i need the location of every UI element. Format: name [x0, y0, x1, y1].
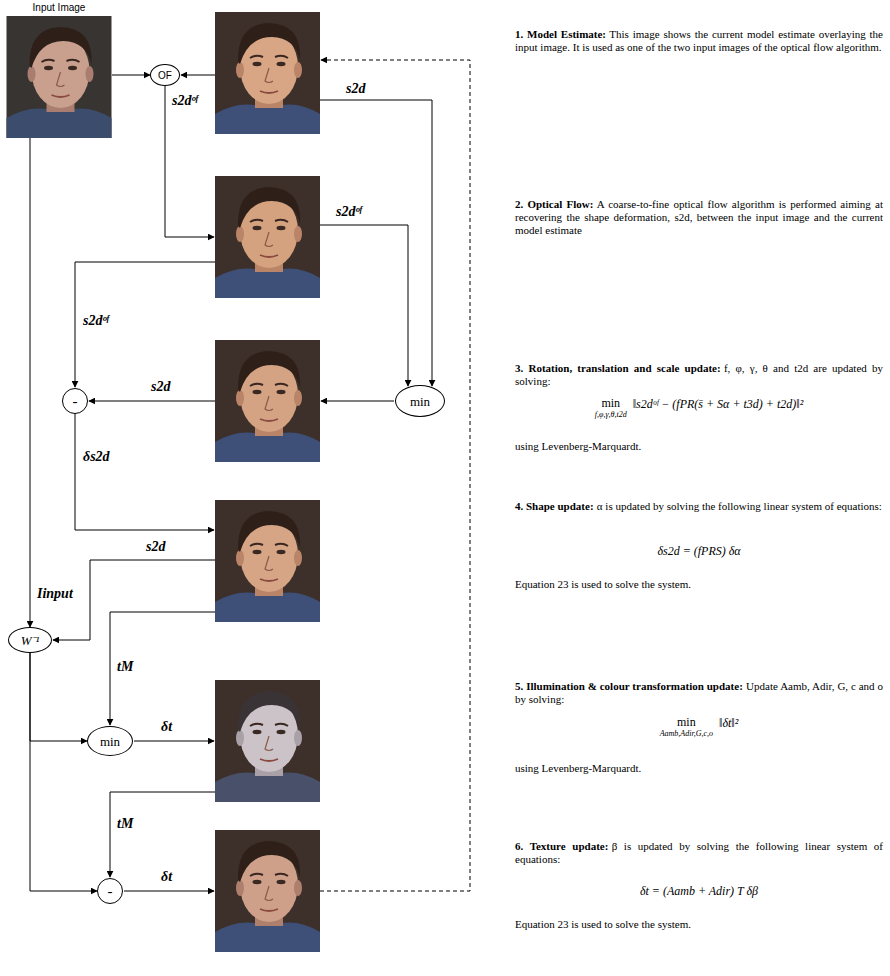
signal-symbol: s2dᵒᶠ — [82, 312, 110, 329]
equation-text: δs2d = (fPRS) δα — [657, 544, 740, 558]
equation-text: δt = (Aamb + Adir) T δβ — [640, 884, 758, 898]
connector — [30, 138, 31, 627]
signal-symbol: s2d — [345, 80, 366, 97]
optical-flow-node: OF — [150, 64, 180, 86]
flow-wire — [124, 891, 214, 892]
step-paragraph: 5. Illumination & colour transformation … — [515, 680, 883, 706]
step-paragraph: 6. Texture update:β is updated by solvin… — [515, 840, 883, 866]
edge-label: Iinput — [36, 585, 74, 602]
flow-wire — [75, 262, 215, 387]
equation: δt = (Aamb + Adir) T δβ — [515, 885, 883, 898]
step-text: Equation 23 is used to solve the system. — [515, 918, 691, 930]
node-text: min — [100, 735, 120, 748]
equation-text: ‖s2dᵒᶠ − (fPR(s̄ + Sα + t3d) + t2d)‖² — [633, 398, 804, 411]
warp-node: W⁻¹ — [8, 627, 52, 653]
connector — [112, 75, 150, 76]
signal-symbol: s2d — [145, 538, 166, 555]
signal-symbol: δs2d — [82, 448, 111, 465]
min-node: min — [395, 385, 445, 417]
step-text: using Levenberg-Marquardt. — [515, 440, 641, 452]
subtract-node: - — [97, 878, 123, 904]
step-paragraph: Equation 23 is used to solve the system. — [515, 918, 883, 931]
step-heading: 1. Model Estimate: — [515, 28, 606, 40]
min-operator: minAamb,Adir,G,c,o — [660, 716, 713, 739]
node-text: W⁻¹ — [21, 634, 40, 647]
model-face — [215, 500, 320, 622]
flow-wire — [134, 741, 214, 742]
flow-wire — [89, 401, 215, 402]
signal-symbol: δt — [160, 868, 173, 885]
min-operator: minf,φ,γ,θ,t2d — [595, 397, 627, 420]
step-heading: 5. Illumination & colour transformation … — [515, 680, 743, 692]
flow-wire — [320, 225, 408, 386]
signal-symbol: δt — [160, 718, 173, 735]
flow-wire — [321, 401, 394, 402]
connector — [30, 653, 97, 891]
input-face — [7, 16, 112, 138]
step-text: α is updated by solving the following li… — [597, 500, 882, 512]
signal-symbol: tM — [116, 815, 134, 832]
signal-symbol: tM — [116, 658, 134, 675]
subtract-node: - — [62, 388, 88, 414]
node-text: OF — [158, 70, 172, 81]
step-heading: 2. Optical Flow: — [515, 198, 593, 210]
signal-symbol: s2dᵒᶠ — [171, 92, 199, 109]
step-text: using Levenberg-Marquardt. — [515, 762, 641, 774]
min-node: min — [87, 726, 133, 756]
node-text: - — [108, 883, 113, 900]
min-text: min — [677, 716, 696, 729]
node-text: min — [410, 395, 430, 408]
equation: minAamb,Adir,G,c,o ‖δt‖² — [515, 716, 883, 739]
step-paragraph: Equation 23 is used to solve the system. — [515, 578, 883, 591]
signal-symbol: s2dᵒᶠ — [335, 203, 363, 220]
connector — [30, 653, 87, 741]
step-paragraph: using Levenberg-Marquardt. — [515, 762, 883, 775]
equation-text: ‖δt‖² — [719, 717, 738, 730]
step-paragraph: 3. Rotation, translation and scale updat… — [515, 362, 883, 388]
step-heading: 3. Rotation, translation and scale updat… — [515, 362, 721, 374]
flow-wire — [181, 75, 215, 76]
step-heading: 6. Texture update: — [515, 840, 608, 852]
flow-wire — [75, 414, 214, 530]
model-face — [215, 176, 320, 298]
image-heading: Input Image — [33, 2, 86, 13]
flow-wire — [110, 792, 215, 877]
model-face — [215, 340, 320, 462]
equation: δs2d = (fPRS) δα — [515, 545, 883, 558]
model-face — [215, 12, 320, 134]
step-heading: 4. Shape update: — [515, 500, 594, 512]
step-paragraph: 2. Optical Flow:A coarse-to-fine optical… — [515, 198, 883, 237]
signal-symbol: s2d — [150, 378, 171, 395]
flow-wire — [320, 100, 432, 386]
flow-wire — [165, 86, 214, 237]
model-face — [215, 830, 320, 952]
model-face — [215, 680, 320, 802]
step-text: Equation 23 is used to solve the system. — [515, 578, 691, 590]
equation: minf,φ,γ,θ,t2d ‖s2dᵒᶠ − (fPR(s̄ + Sα + t3… — [515, 397, 883, 420]
flow-wire — [53, 560, 215, 640]
min-text: min — [601, 397, 620, 410]
flow-wire — [110, 612, 215, 725]
step-paragraph: 4. Shape update:α is updated by solving … — [515, 500, 883, 513]
min-subscript: Aamb,Adir,G,c,o — [660, 729, 713, 739]
node-text: - — [73, 393, 78, 410]
step-paragraph: 1. Model Estimate:This image shows the c… — [515, 28, 883, 54]
input-image: Input Image — [6, 1, 112, 138]
feedback-wire — [320, 60, 470, 891]
min-subscript: f,φ,γ,θ,t2d — [595, 410, 627, 420]
step-paragraph: using Levenberg-Marquardt. — [515, 440, 883, 453]
